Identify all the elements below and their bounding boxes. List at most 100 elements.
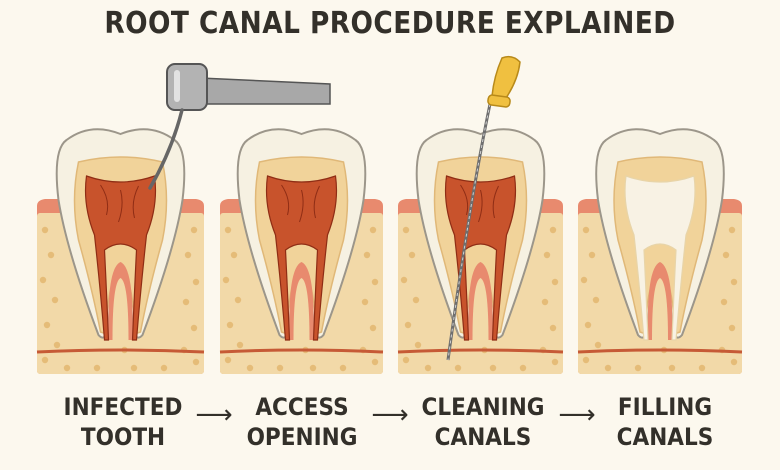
bone-dot — [182, 298, 190, 306]
infected-pulp — [84, 175, 157, 341]
bone-dot — [246, 364, 254, 372]
step-label-infected-tooth: INFECTED TOOTH — [47, 392, 200, 452]
bone-dot — [236, 341, 244, 349]
nerve-line — [577, 348, 743, 354]
bone-dot — [53, 341, 61, 349]
step-label-line1: CLEANING — [421, 393, 545, 421]
bone-dot — [400, 276, 408, 284]
infected-pulp — [265, 175, 338, 341]
page-title: ROOT CANAL PROCEDURE EXPLAINED — [104, 6, 676, 41]
handpiece-head — [166, 63, 208, 111]
bone-dot — [588, 251, 596, 259]
bone-dot — [580, 276, 588, 284]
nerve-line — [219, 348, 384, 354]
bone-dot — [309, 364, 317, 372]
step-label-cleaning-canals: CLEANING CANALS — [407, 392, 560, 452]
tooth-panel-3 — [397, 128, 564, 374]
bone-dot — [414, 341, 422, 349]
bone-dot — [130, 364, 138, 372]
bone-dot — [720, 298, 728, 306]
bone-dot — [339, 364, 347, 372]
bone-dot — [43, 321, 51, 329]
bone-dot — [276, 364, 284, 372]
inter-root-bone — [652, 278, 668, 340]
bone-dot — [584, 321, 592, 329]
bone-dot — [424, 364, 432, 372]
bone-dot — [582, 226, 590, 234]
bone-dot — [51, 296, 59, 304]
pulp-veins — [100, 184, 139, 223]
bone-dot — [402, 226, 410, 234]
arrow-icon: ⟶ — [195, 400, 233, 430]
bone-dot — [592, 296, 600, 304]
bone-dot — [47, 251, 55, 259]
bone-dot — [402, 356, 410, 364]
tooth-panel-2 — [219, 128, 384, 374]
step-label-line2: TOOTH — [80, 423, 166, 451]
bone-dots — [39, 226, 200, 372]
bone-dot — [454, 364, 462, 372]
bone-dot — [369, 226, 377, 234]
bone-dot — [361, 298, 369, 306]
bone-dot — [224, 226, 232, 234]
handpiece-highlight — [174, 70, 180, 102]
bone-dot — [698, 364, 706, 372]
bone-dot — [728, 324, 736, 332]
bone-dot — [551, 358, 559, 366]
bone-dot — [41, 356, 49, 364]
inter-root-bone — [112, 278, 129, 340]
bone-dot — [226, 321, 234, 329]
bone-dot — [412, 296, 420, 304]
dental-handpiece-icon — [148, 63, 331, 190]
bone-dot — [190, 324, 198, 332]
step-label-line1: INFECTED — [63, 393, 183, 421]
bone-dot — [184, 251, 192, 259]
bone-dot — [668, 364, 676, 372]
file-flutes — [447, 103, 491, 361]
bone-dot — [730, 278, 738, 286]
tooth-panel-4 — [577, 128, 743, 374]
step-label-filling-canals: FILLING CANALS — [589, 392, 742, 452]
arrow-icon: ⟶ — [371, 400, 409, 430]
nerve-line — [36, 348, 205, 354]
nerve-line — [397, 348, 564, 354]
tooth-panel-1 — [36, 128, 205, 374]
bone-dot — [160, 364, 168, 372]
bone-dot — [549, 226, 557, 234]
bone-dot — [541, 298, 549, 306]
bone-dot — [371, 278, 379, 286]
bone-dot — [222, 276, 230, 284]
bone-dot — [363, 251, 371, 259]
inter-root-bone — [293, 278, 310, 340]
bone-dot — [190, 226, 198, 234]
arrow-icon: ⟶ — [558, 400, 596, 430]
step-label-line2: CANALS — [616, 423, 714, 451]
endodontic-file-icon — [446, 55, 521, 361]
filled-pulp — [624, 175, 696, 341]
pulp-veins — [460, 184, 499, 223]
bone-dot — [543, 251, 551, 259]
step-label-line2: CANALS — [434, 423, 532, 451]
bone-dot — [551, 278, 559, 286]
bone-dot — [41, 226, 49, 234]
handpiece-bur — [148, 108, 184, 190]
bone-dot — [192, 358, 200, 366]
bone-dot — [224, 356, 232, 364]
bone-dot — [39, 276, 47, 284]
inter-root-bone — [472, 278, 489, 340]
bone-dot — [234, 296, 242, 304]
bone-dot — [192, 278, 200, 286]
bone-dot — [582, 356, 590, 364]
bone-dot — [230, 251, 238, 259]
bone-dot — [369, 324, 377, 332]
bone-dot — [404, 321, 412, 329]
step-label-access-opening: ACCESS OPENING — [226, 392, 379, 452]
bone-dot — [722, 251, 730, 259]
file-handle — [491, 55, 521, 99]
bone-dot — [728, 226, 736, 234]
bone-dot — [489, 364, 497, 372]
step-label-line1: FILLING — [617, 393, 713, 421]
bone-dot — [594, 341, 602, 349]
bone-dot — [604, 364, 612, 372]
